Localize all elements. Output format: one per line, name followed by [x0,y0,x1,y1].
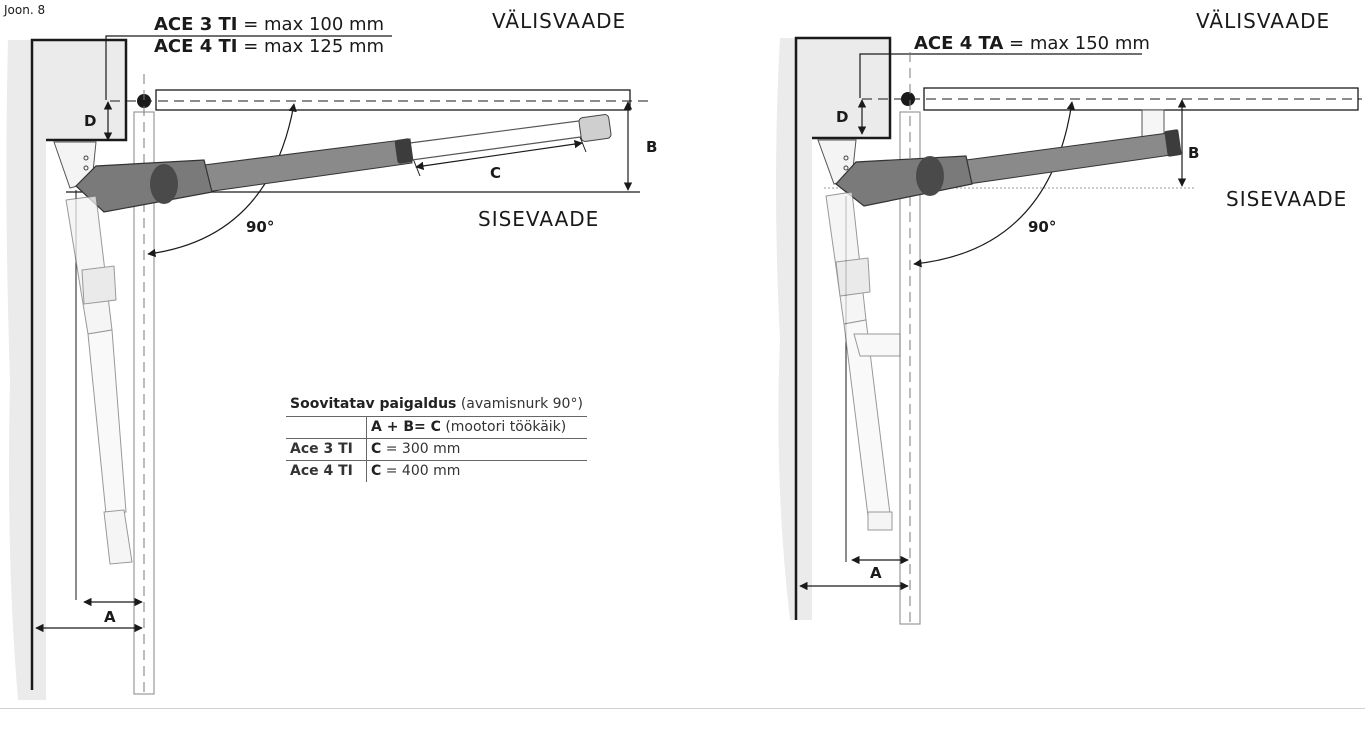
left-angle-arc [147,103,297,258]
right-wall-outline [794,36,892,620]
bottom-rule [0,708,1365,709]
left-max-text-2: ACE 4 TI = max 125 mm [154,36,384,57]
right-dim-b-label: B [1188,144,1199,162]
left-dim-d-label: D [84,112,96,130]
right-motor-tube [965,131,1179,185]
installation-table: Soovitatav paigaldus (avamisnurk 90°) A … [286,394,587,482]
left-gate-closed [155,89,631,111]
left-dim-b-label: B [646,138,657,156]
right-gate-open [899,111,921,625]
left-max-line [105,35,392,100]
right-angle-arc [913,101,1076,268]
left-motor-open-knob [81,265,117,305]
left-motor-open [65,195,133,565]
left-motor-body [75,159,213,213]
right-motor-open-bracket [853,333,901,357]
left-dim-a-label: A [104,608,116,626]
right-motor-open-body [825,191,867,325]
left-motor-end [578,114,612,142]
right-bracket-hole-2 [843,165,849,171]
table-row-value: C = 300 mm [366,438,587,461]
left-angle-label: 90° [246,218,274,236]
table-caption: Soovitatav paigaldus (avamisnurk 90°) [286,394,587,417]
left-motor-open-body [65,195,113,335]
right-wall [776,38,890,620]
left-bracket-hole-1 [83,155,89,161]
right-dim-a-label: A [870,564,882,582]
right-max-line [859,53,1142,98]
table-header-empty [286,416,367,439]
table-row: Ace 3 TI C = 300 mm [286,438,587,461]
left-motor-tube [203,138,413,193]
left-bracket-hole-2 [83,165,89,171]
right-diagram: ACE 4 TA = max 150 mm VÄLISVAADE SISEVAA… [776,9,1362,625]
right-motor-body [835,155,973,207]
right-outer-view-label: VÄLISVAADE [1196,9,1330,33]
left-diagram: ACE 3 TI = max 100 mm ACE 4 TI = max 125… [6,9,657,700]
right-dim-d-label: D [836,108,848,126]
table-header-row: A + B= C (mootori töökäik) [286,416,587,439]
right-hinge-icon [901,92,915,106]
left-wall [6,40,126,700]
right-motor-end [1164,129,1182,157]
table-row-model: Ace 3 TI [286,438,367,461]
right-inner-view-label: SISEVAADE [1226,187,1347,211]
right-bracket-hole-1 [843,155,849,161]
table-row-value: C = 400 mm [371,463,461,479]
left-max-text-1: ACE 3 TI = max 100 mm [154,14,384,35]
left-inner-view-label: SISEVAADE [478,207,599,231]
table-row: Ace 4 TI C = 400 mm [286,460,587,482]
left-motor-rod [409,119,589,161]
right-motor-open-end [867,511,893,531]
right-motor-closed [835,129,1182,207]
left-outer-view-label: VÄLISVAADE [492,9,626,33]
left-motor-closed [75,114,612,213]
right-motor-knob [916,156,944,196]
right-angle-label: 90° [1028,218,1056,236]
left-motor-knob [150,164,178,204]
right-motor-open [825,191,901,531]
right-motor-open-knob [835,257,871,297]
right-max-text: ACE 4 TA = max 150 mm [914,33,1150,54]
left-dim-c-label: C [490,164,501,182]
left-wall-outline [30,38,128,690]
left-motor-open-end [103,509,133,565]
figure-label: Joon. 8 [3,3,45,17]
left-motor-seal [394,138,414,164]
left-dim-c [415,139,583,171]
table-header-formula: A + B= C (mootori töökäik) [366,416,587,439]
table-row-model: Ace 4 TI [286,460,367,482]
left-motor-open-tube [87,329,127,515]
